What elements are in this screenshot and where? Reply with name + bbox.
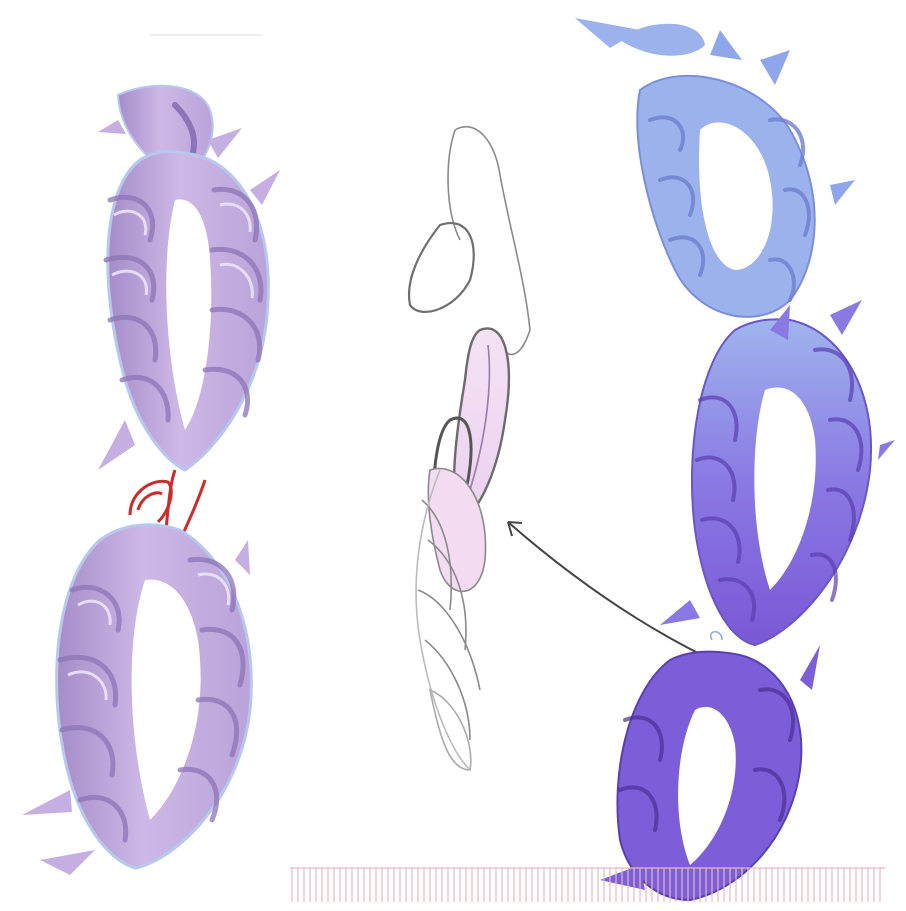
left-lower-link	[22, 525, 251, 875]
middle-sketch	[409, 127, 530, 770]
arrow-pointer-icon	[508, 522, 712, 660]
right-bottom-link	[600, 632, 820, 900]
left-upper-link	[98, 152, 280, 470]
right-top-link	[575, 18, 855, 317]
right-chain-illustration	[575, 18, 895, 900]
ruler-strip	[290, 868, 885, 902]
right-middle-link	[660, 300, 895, 645]
left-chain-render	[22, 35, 280, 875]
